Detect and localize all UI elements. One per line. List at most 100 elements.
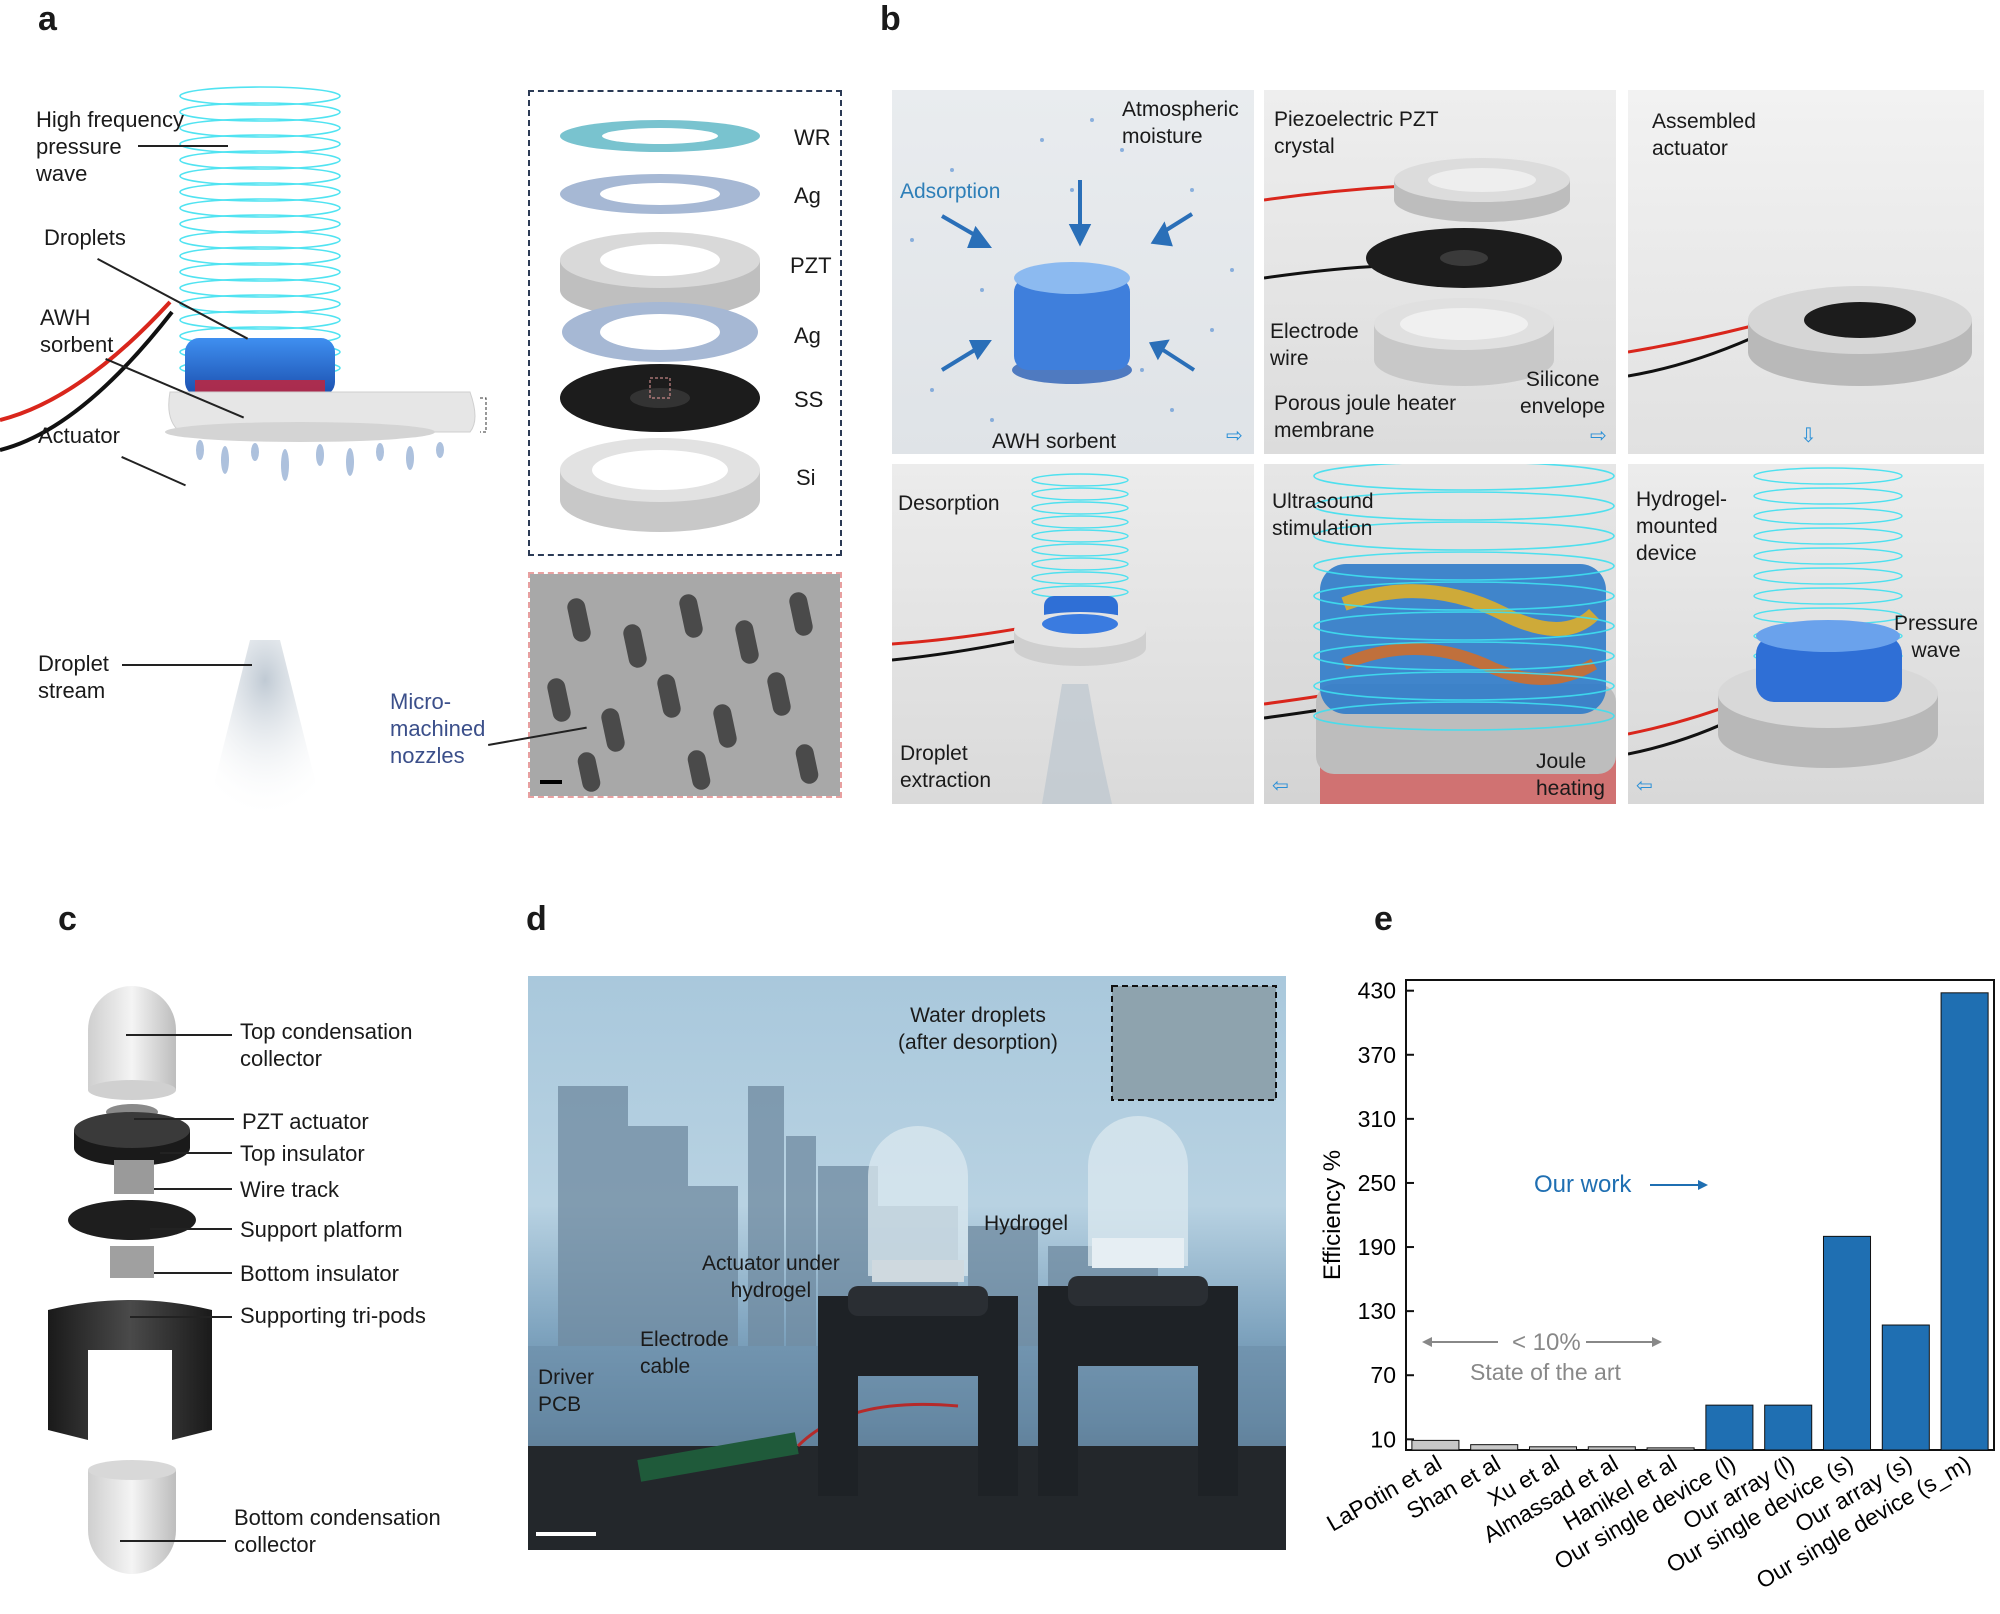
b2-next-arrow: ⇨	[1590, 425, 1607, 447]
left-dome	[868, 1126, 968, 1276]
c-label-pzt: PZT actuator	[242, 1109, 369, 1134]
b1-label-adsorption: Adsorption	[900, 180, 1001, 203]
b-tile-assembled: Assembled actuator ⇩	[1628, 90, 1984, 454]
y-tick-label: 190	[1358, 1234, 1396, 1260]
driver-pcb	[637, 1432, 799, 1482]
bar-5	[1705, 1404, 1754, 1451]
panel-label-c: c	[58, 900, 77, 938]
desorption-scene	[892, 473, 1146, 804]
bar-1	[1470, 1444, 1519, 1451]
pressure-wave-rings	[179, 86, 341, 378]
b-tile-desorption: Desorption Droplet extraction	[892, 464, 1254, 804]
a-label-stream: Droplet stream	[38, 651, 109, 703]
bar-3	[1587, 1446, 1636, 1451]
b2-label-wire: Electrode wire	[1270, 320, 1359, 370]
b3-down-arrow: ⇩	[1800, 425, 1817, 447]
layer-stack-box	[528, 90, 842, 556]
c-leader-bottom-collector	[120, 1540, 226, 1542]
c-leader-support-platform	[150, 1228, 232, 1230]
sem-micrograph-box	[528, 572, 842, 798]
top-collector	[88, 986, 176, 1090]
bar-6	[1764, 1404, 1813, 1451]
panel-label-b: b	[880, 0, 901, 38]
b4-label-desorption: Desorption	[898, 492, 1000, 515]
sorbent-cylinder	[1014, 278, 1130, 370]
our-work-annotation: Our work	[1534, 1171, 1708, 1198]
sota-value-label: < 10%	[1512, 1329, 1581, 1356]
c-label-top-collector: Top condensation collector	[240, 1019, 413, 1071]
layer-label-wr: WR	[794, 125, 831, 150]
layer-label-ag-1: Ag	[794, 183, 821, 208]
b-tile-ultrasound: Ultrasound stimulation Joule heating ⇦	[1264, 464, 1616, 804]
c-label-tripods: Supporting tri-pods	[240, 1303, 426, 1328]
c-label-bottom-collector: Bottom condensation collector	[234, 1505, 441, 1557]
b2-label-envelope: Silicone envelope	[1520, 368, 1606, 418]
droplet-stream	[200, 640, 330, 840]
right-tripod	[1038, 1286, 1238, 1496]
bars	[1411, 992, 1989, 1451]
b-tile-adsorption: Atmospheric moisture Adsorption AWH sorb…	[892, 90, 1254, 454]
bar-8	[1881, 1324, 1930, 1451]
bottom-insulator	[110, 1246, 154, 1278]
a-leader-pressure	[138, 145, 228, 147]
b5-label-joule: Joule heating	[1536, 750, 1605, 800]
red-wire	[0, 300, 172, 422]
c-label-bottom-insulator: Bottom insulator	[240, 1261, 399, 1286]
b1-label-sorbent: AWH sorbent	[992, 430, 1117, 453]
a-label-nozzles: Micro- machined nozzles	[390, 689, 486, 768]
assembled-scene	[1628, 286, 1972, 386]
c-label-support-platform: Support platform	[240, 1217, 403, 1242]
a-leader-stream	[122, 664, 252, 666]
sota-annotation: < 10% State of the art	[1422, 1329, 1662, 1385]
y-axis-label: Efficiency %	[1319, 1150, 1346, 1280]
layer-stack-drawing	[560, 120, 760, 532]
components-scene	[1264, 158, 1570, 386]
c-leader-wire-track	[154, 1188, 232, 1190]
sem-scale-bar	[540, 780, 562, 784]
d-label-cable: Electrode cable	[640, 1328, 729, 1378]
b6-label-hydrogel: Hydrogel- mounted device	[1636, 488, 1728, 565]
c-leader-pzt	[134, 1118, 234, 1120]
ultrasound-scene	[1264, 464, 1616, 804]
layer-label-si: Si	[796, 465, 816, 490]
mounted-hydrogel	[1756, 636, 1902, 702]
actuator-disk	[168, 391, 476, 433]
b5-label-ultrasound: Ultrasound stimulation	[1272, 490, 1374, 540]
layer-label-pzt: PZT	[790, 253, 832, 278]
b1-label-moisture: Atmospheric moisture	[1122, 98, 1239, 148]
hydrogel-block	[1320, 564, 1606, 714]
droplet-inset	[1111, 985, 1277, 1101]
wire-track	[114, 1160, 154, 1194]
y-tick-label: 370	[1358, 1042, 1396, 1068]
a-label-actuator: Actuator	[38, 423, 120, 448]
d-label-actuator: Actuator under hydrogel	[702, 1252, 840, 1302]
bar-7	[1822, 1235, 1872, 1451]
scale-bar	[536, 1532, 596, 1536]
city-scene	[528, 985, 1286, 1550]
bar-4	[1646, 1447, 1695, 1451]
panel-label-d: d	[526, 900, 547, 938]
drips	[196, 440, 444, 481]
d-label-pcb: Driver PCB	[538, 1366, 594, 1416]
supporting-tripods	[48, 1300, 212, 1440]
a-label-droplets: Droplets	[44, 225, 126, 250]
b3-label-assembled: Assembled actuator	[1652, 110, 1756, 160]
layer-label-ag-2: Ag	[794, 323, 821, 348]
sota-label: State of the art	[1470, 1359, 1621, 1385]
b2-label-membrane: Porous joule heater membrane	[1274, 392, 1457, 442]
y-tick-label: 430	[1358, 978, 1396, 1004]
panel-a-illustration	[0, 86, 487, 840]
y-tick-label: 130	[1358, 1298, 1396, 1324]
c-leader-top-insulator	[160, 1152, 232, 1154]
y-tick-label: 10	[1370, 1426, 1396, 1452]
c-leader-tripods	[130, 1316, 232, 1318]
right-dome	[1088, 1116, 1188, 1266]
support-platform	[68, 1200, 196, 1240]
y-tick-label: 250	[1358, 1170, 1396, 1196]
b-tile-hydrogel-device: Hydrogel- mounted device Pressure wave ⇦	[1628, 464, 1984, 804]
d-label-droplets: Water droplets (after desorption)	[898, 1004, 1058, 1054]
d-label-hydrogel: Hydrogel	[984, 1212, 1069, 1235]
